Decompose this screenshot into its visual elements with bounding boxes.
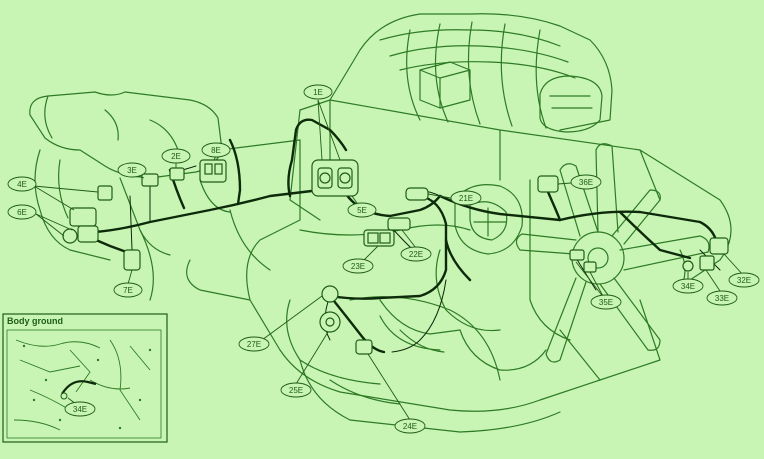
body-ground-inset: Body ground 34E [2,313,168,443]
inset-title: Body ground [7,316,63,326]
label-32E: 32E [728,272,760,288]
svg-text:36E: 36E [579,178,593,187]
connectors [62,159,729,355]
label-5E: 5E [347,202,377,218]
svg-text:27E: 27E [247,340,261,349]
part-labels: 1E 2E 3E 4E 5E 6E 7E 8E 21E 22E 23E 24E … [7,84,760,434]
svg-text:21E: 21E [459,194,473,203]
label-6E: 6E [7,204,37,220]
label-1E: 1E [303,84,333,100]
svg-text:5E: 5E [357,206,367,215]
svg-text:2E: 2E [171,152,181,161]
label-21E: 21E [450,190,482,206]
svg-text:6E: 6E [17,208,27,217]
label-24E: 24E [394,418,426,434]
svg-text:1E: 1E [313,88,323,97]
svg-text:7E: 7E [123,286,133,295]
label-2E: 2E [161,148,191,164]
label-22E: 22E [400,246,432,262]
svg-text:33E: 33E [715,294,729,303]
svg-text:3E: 3E [127,166,137,175]
svg-text:35E: 35E [599,298,613,307]
svg-text:34E: 34E [681,282,695,291]
label-36E: 36E [570,174,602,190]
label-4E: 4E [7,176,37,192]
label-25E: 25E [280,382,312,398]
label-34E-ground: 34E [64,401,96,417]
svg-text:32E: 32E [737,276,751,285]
label-3E: 3E [117,162,147,178]
svg-text:34E: 34E [73,405,87,414]
engine-outline [29,13,732,433]
label-8E: 8E [201,142,231,158]
svg-text:23E: 23E [351,262,365,271]
svg-text:4E: 4E [17,180,27,189]
label-7E: 7E [113,282,143,298]
label-35E: 35E [590,294,622,310]
label-34E: 34E [672,278,704,294]
svg-text:8E: 8E [211,146,221,155]
label-27E: 27E [238,336,270,352]
label-23E: 23E [342,258,374,274]
svg-text:24E: 24E [403,422,417,431]
svg-text:25E: 25E [289,386,303,395]
svg-text:22E: 22E [409,250,423,259]
label-33E: 33E [706,290,738,306]
